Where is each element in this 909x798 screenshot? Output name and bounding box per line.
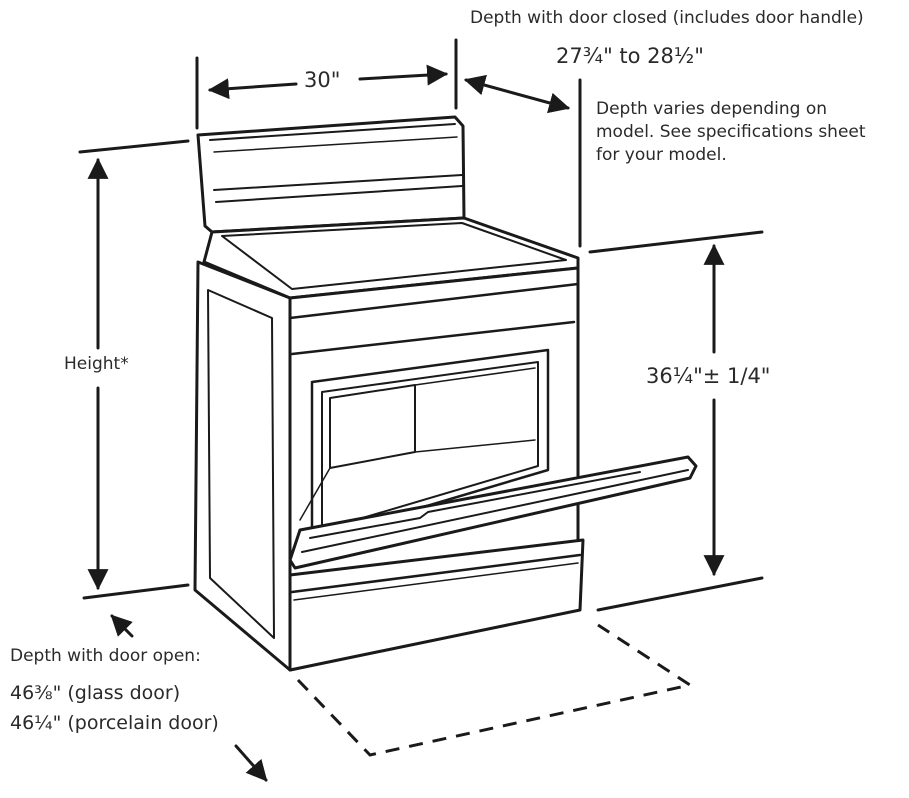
depth-closed-value: 27¾" to 28½" [556,44,704,68]
width-arrow-right [358,64,449,86]
depth-note-line-2: model. See specifications sheet [596,122,866,142]
depth-open-title: Depth with door open: [10,646,201,666]
width-arrow-left [207,78,298,100]
depth-note-line-1: Depth varies depending on [596,99,828,119]
depth-open-arrow-bottom [234,744,268,782]
range-illustration [193,115,698,672]
depth-open-glass: 46⅜" (glass door) [10,682,181,704]
width-label: 30" [304,68,341,92]
depth-closed-arrow [463,74,571,114]
oven-door [288,455,698,570]
drawer [288,538,585,672]
depth-closed-title: Depth with door closed (includes door ha… [470,8,864,28]
backguard [196,115,466,234]
cooktop [202,216,580,300]
depth-note: Depth varies depending on model. See spe… [596,98,866,167]
side-panel [193,260,292,672]
cooktop-extension-top [588,230,764,254]
door-open-footprint [296,623,694,757]
dimension-lines [78,38,764,782]
cooktop-height-label: 36¼"± 1/4" [646,364,771,388]
oven-cavity [299,348,550,542]
cooktop-extension-bottom [596,576,764,612]
depth-note-line-3: for your model. [596,145,727,165]
height-extension-top [78,139,190,154]
depth-open-arrow-top [110,614,134,638]
height-label: Height* [64,354,129,374]
depth-open-porcelain: 46¼" (porcelain door) [10,712,219,734]
height-extension-bottom [82,583,190,600]
